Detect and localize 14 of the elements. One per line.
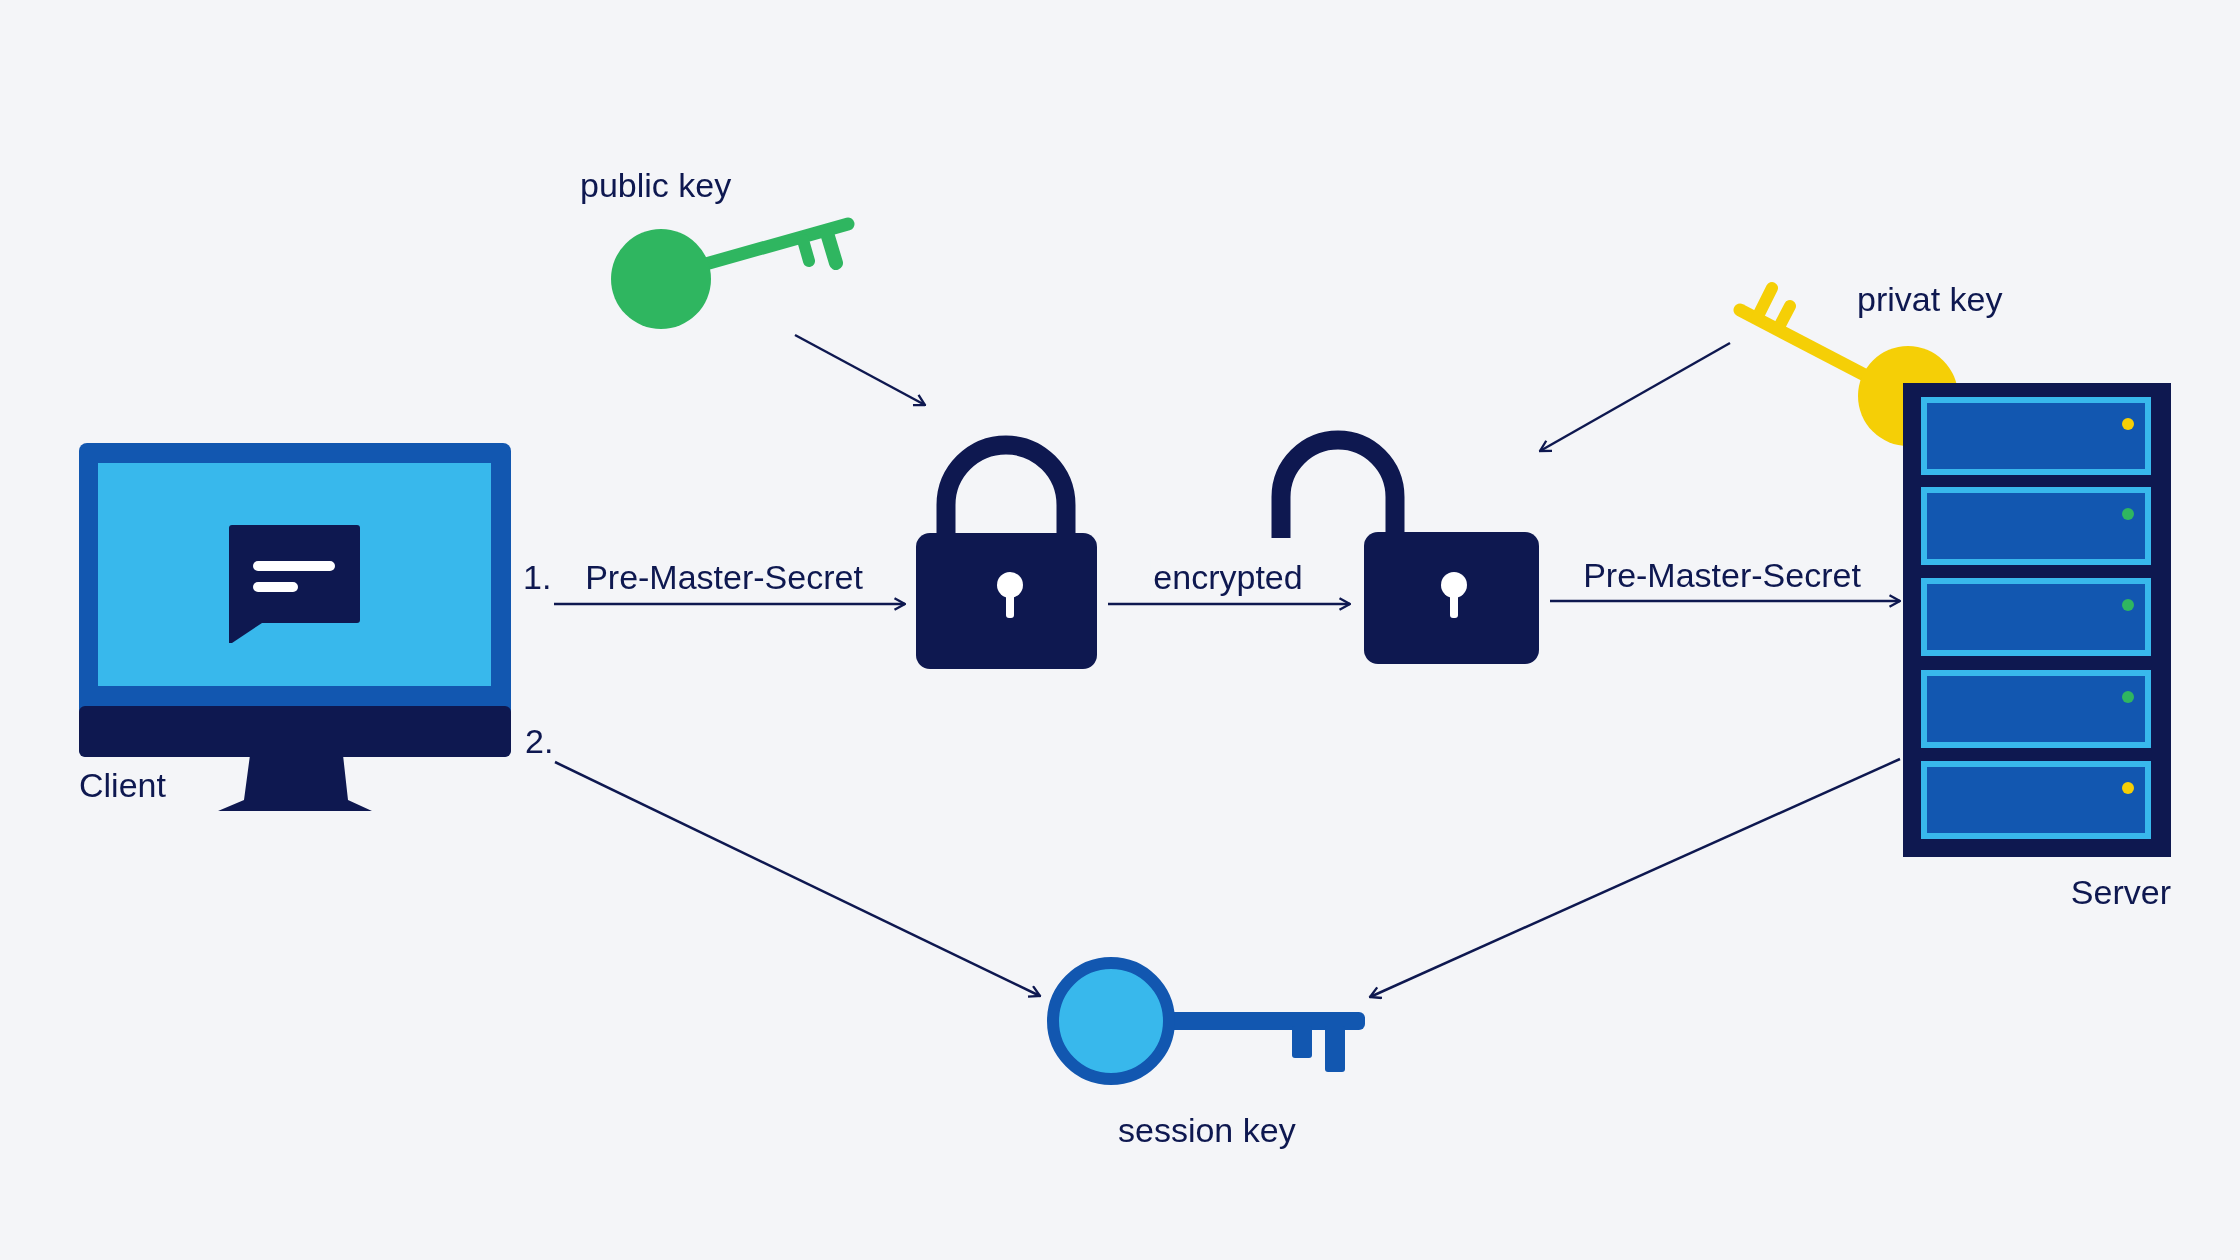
device-label: Client: [79, 766, 166, 806]
step-number: 1.: [523, 558, 552, 598]
arrow: [554, 597, 907, 611]
arrow: [794, 333, 927, 407]
key-label: session key: [1118, 1111, 1296, 1151]
key-label: privat key: [1857, 280, 2003, 320]
arrow: [554, 760, 1042, 998]
arrow: [1108, 597, 1352, 611]
arrow: [1550, 594, 1902, 608]
arrow: [1538, 341, 1731, 453]
step-number: 2.: [525, 722, 554, 762]
key-label: public key: [580, 166, 732, 206]
device-label: Server: [2070, 873, 2171, 913]
arrow: [1368, 757, 1901, 1000]
